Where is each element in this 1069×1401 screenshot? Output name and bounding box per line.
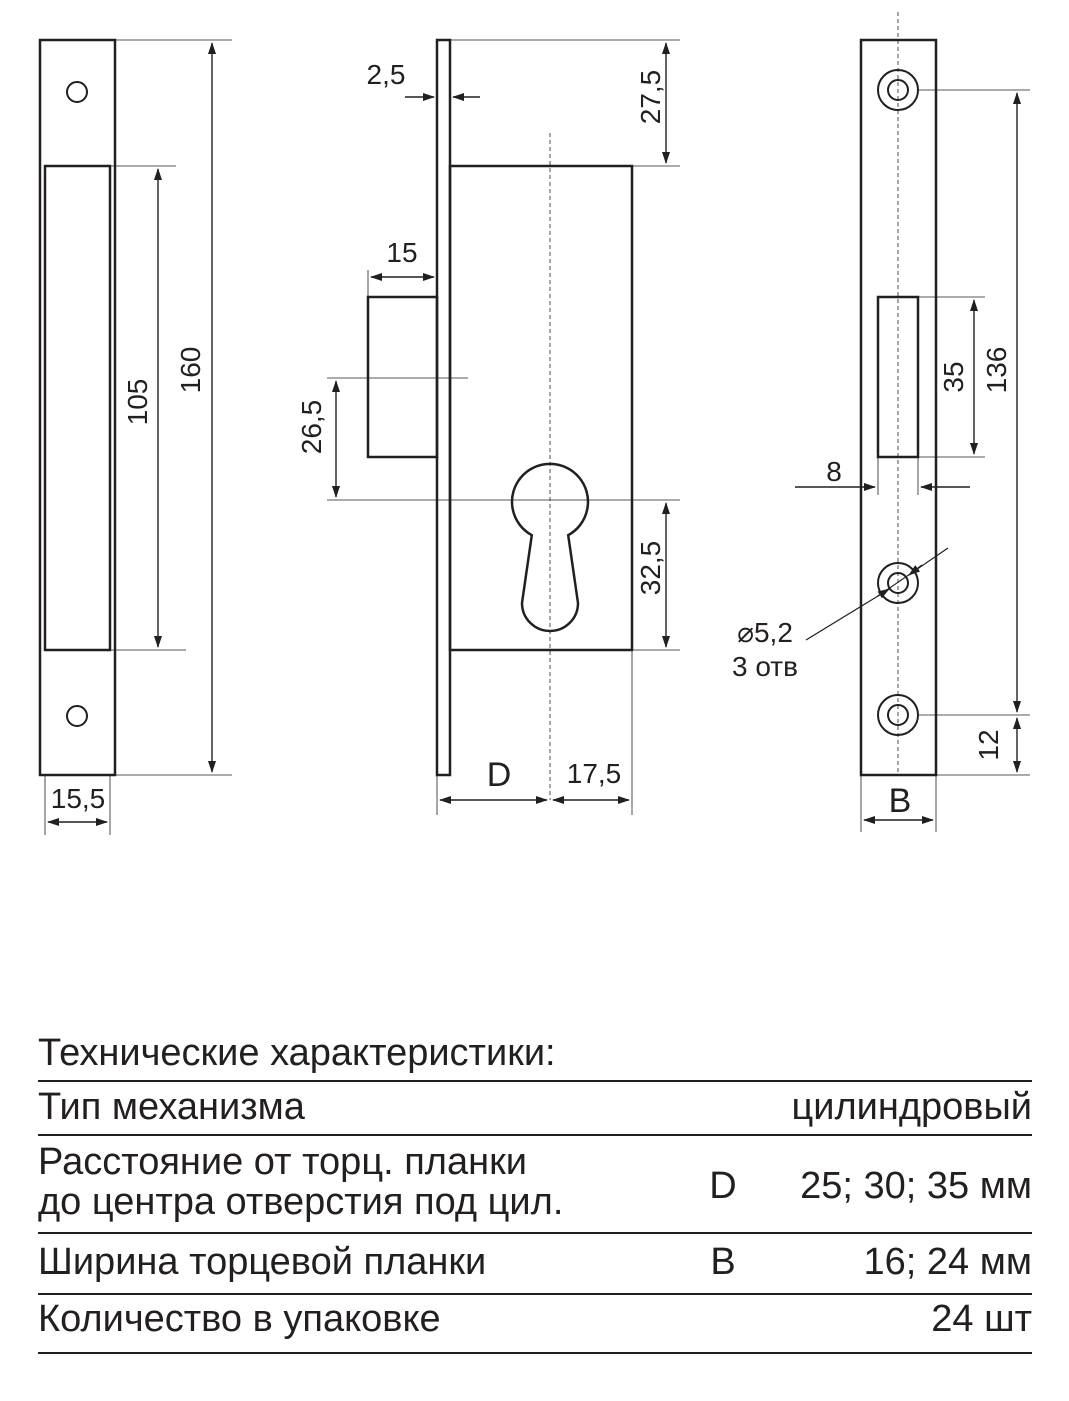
faceplate-view — [38, 38, 232, 835]
spec-symbol: B — [710, 1241, 736, 1283]
dim-label-hole-count: 3 отв — [732, 651, 798, 682]
front-plate — [435, 38, 452, 777]
dim-label-26-5: 26,5 — [296, 400, 327, 455]
spec-label: Тип механизма — [38, 1086, 305, 1128]
strike-outline — [859, 38, 938, 777]
spec-value: 25; 30; 35 мм — [800, 1165, 1032, 1207]
specs-divider — [38, 1134, 1032, 1136]
deadbolt — [366, 295, 439, 459]
lock-body-view — [327, 38, 680, 815]
cylinder-hole — [510, 462, 590, 633]
dim-label-2-5: 2,5 — [367, 59, 406, 90]
dim-label-8: 8 — [826, 456, 842, 487]
dim-label-136: 136 — [981, 347, 1012, 394]
hole-leader — [805, 547, 949, 641]
spec-value: 24 шт — [931, 1298, 1032, 1340]
dim-label-17-5: 17,5 — [567, 758, 622, 789]
dim-label-12: 12 — [973, 729, 1004, 760]
spec-label: Расстояние от торц. планки — [38, 1141, 527, 1183]
faceplate-hole-top — [66, 81, 88, 103]
dim-label-hole-diameter: ⌀5,2 — [737, 617, 793, 648]
faceplate-hole-bottom — [66, 705, 88, 727]
spec-label: до центра отверстия под цил. — [38, 1181, 564, 1223]
lock-case — [448, 164, 634, 652]
dim-label-32-5: 32,5 — [635, 541, 666, 596]
dim-label-15-5: 15,5 — [51, 783, 106, 814]
dim-label-27-5: 27,5 — [635, 70, 666, 125]
spec-row-faceplate-width: Ширина торцевой планки B 16; 24 мм — [38, 1236, 1032, 1290]
faceplate-outline — [38, 38, 117, 777]
dim-label-35: 35 — [938, 361, 969, 392]
dim-label-b: B — [889, 782, 912, 820]
dim-label-160: 160 — [175, 347, 206, 394]
specs-divider — [38, 1232, 1032, 1234]
spec-symbol: D — [709, 1165, 737, 1207]
spec-row-quantity: Количество в упаковке 24 шт — [38, 1297, 1032, 1351]
spec-label: Количество в упаковке — [38, 1298, 441, 1340]
dim-label-105: 105 — [122, 379, 153, 426]
technical-drawing: 160 105 15,5 2,5 27,5 15 26,5 32,5 D 17,… — [38, 12, 1030, 835]
spec-row-mechanism: Тип механизма цилиндровый — [38, 1085, 1032, 1133]
spec-label: Ширина торцевой планки — [38, 1241, 487, 1283]
spec-value: 16; 24 мм — [863, 1241, 1032, 1283]
strike-plate-view — [795, 12, 1030, 832]
spec-row-backset: Расстояние от торц. планки до центра отв… — [38, 1138, 1032, 1230]
specs-divider — [38, 1352, 1032, 1354]
specs-title: Технические характеристики: — [38, 1032, 556, 1074]
specs-divider — [38, 1293, 1032, 1295]
dim-label-d: D — [487, 756, 512, 794]
dim-label-15: 15 — [386, 237, 417, 268]
spec-value: цилиндровый — [791, 1086, 1032, 1128]
specs-divider — [38, 1080, 1032, 1082]
faceplate-cutout — [43, 164, 112, 652]
